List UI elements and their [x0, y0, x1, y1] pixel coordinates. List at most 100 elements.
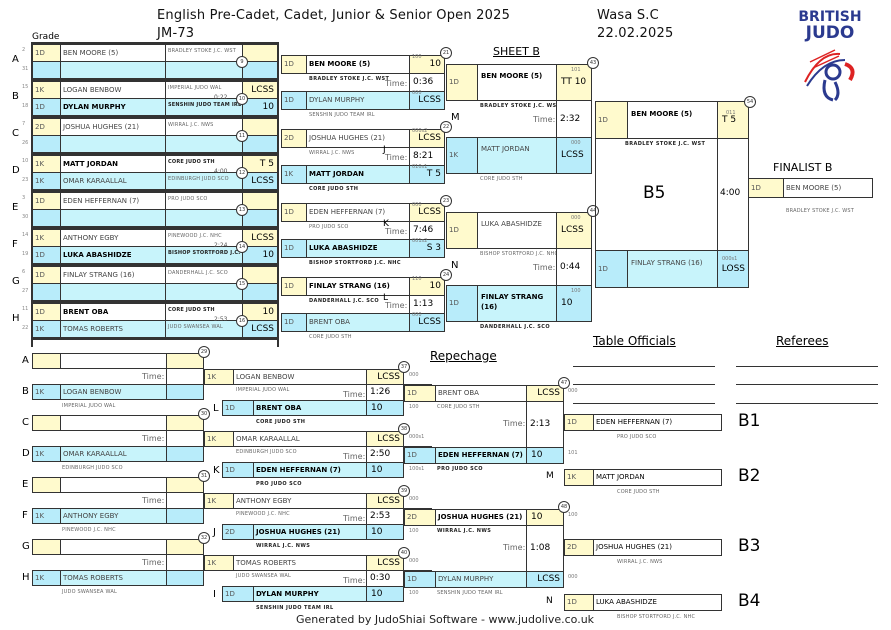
blue-club: SENSHIN JUDO TEAM IRL: [437, 590, 503, 596]
white-score: LCSS: [366, 431, 404, 447]
white-competitor-name[interactable]: [60, 539, 167, 555]
blue-score: LCSS: [556, 137, 592, 174]
match-separator: [32, 190, 278, 192]
blue-competitor-name[interactable]: DYLAN MURPHY: [60, 98, 166, 116]
blue-grade: 1D: [446, 285, 478, 322]
score-code: 011: [726, 110, 736, 116]
white-competitor-name[interactable]: JOSHUA HUGHES (21): [60, 118, 166, 136]
time-label: Time:: [385, 153, 408, 162]
white-competitor-name[interactable]: FINLAY STRANG (16): [60, 266, 166, 284]
bronze-club: PRO JUDO SCO: [617, 434, 657, 440]
blue-club: EDINBURGH JUDO SCO: [62, 465, 123, 471]
repechage-link-letter: K: [213, 465, 220, 476]
blue-competitor-name[interactable]: DYLAN MURPHY: [306, 91, 410, 110]
white-competitor-name[interactable]: BEN MOORE (5): [306, 55, 410, 74]
blue-competitor-name[interactable]: JOSHUA HUGHES (21): [253, 524, 367, 540]
white-competitor-name[interactable]: EDEN HEFFERNAN (7): [306, 203, 410, 222]
seed-number: 7: [22, 121, 26, 127]
white-competitor-name[interactable]: LUKA ABASHIDZE: [477, 212, 557, 249]
blue-competitor-name[interactable]: DYLAN MURPHY: [253, 586, 367, 602]
bronze-competitor-name[interactable]: MATT JORDAN: [593, 469, 722, 486]
white-competitor-name[interactable]: ANTHONY EGBY: [60, 229, 166, 247]
white-competitor-name[interactable]: BRENT OBA: [60, 303, 166, 321]
white-competitor-name[interactable]: TOMAS ROBERTS: [233, 555, 367, 571]
match-duration: 4:00: [717, 138, 749, 251]
score-code: 000: [409, 558, 419, 564]
blue-competitor-name[interactable]: TOMAS ROBERTS: [60, 570, 167, 586]
score-code: 110: [412, 276, 422, 282]
blue-competitor-name[interactable]: [60, 135, 166, 153]
white-club: PINEWOOD J.C. NHC: [236, 511, 290, 517]
match-number-badge: 37: [398, 361, 410, 373]
sheet-label: SHEET B: [493, 45, 540, 58]
blue-competitor-name[interactable]: FINLAY STRANG (16): [627, 250, 718, 288]
match-number-badge: 43: [587, 57, 599, 69]
blue-competitor-name[interactable]: TOMAS ROBERTS: [60, 320, 166, 338]
white-competitor-name[interactable]: OMAR KARAALLAL: [233, 431, 367, 447]
white-competitor-name[interactable]: BRENT OBA: [435, 385, 527, 402]
time-label: Time:: [343, 576, 366, 585]
white-competitor-name[interactable]: FINLAY STRANG (16): [306, 277, 410, 296]
blue-competitor-name[interactable]: OMAR KARAALLAL: [60, 446, 167, 462]
blue-competitor-name[interactable]: DYLAN MURPHY: [435, 571, 527, 588]
white-competitor-name[interactable]: BEN MOORE (5): [60, 44, 166, 62]
white-competitor-name[interactable]: [60, 353, 167, 369]
pool-letter: A: [12, 54, 19, 65]
score-code: 100: [412, 54, 422, 60]
official-line-3: [573, 403, 715, 404]
white-competitor-name[interactable]: LOGAN BENBOW: [233, 369, 367, 385]
blue-competitor-name[interactable]: LUKA ABASHIDZE: [60, 246, 166, 264]
match-number-badge: 54: [744, 96, 756, 108]
bronze-competitor-name[interactable]: JOSHUA HUGHES (21): [593, 539, 722, 556]
official-line-2: [573, 384, 715, 385]
seed-number: 26: [22, 140, 29, 146]
white-club: CORE JUDO STH: [165, 303, 243, 321]
white-competitor-name[interactable]: BEN MOORE (5): [627, 101, 718, 139]
time-label: Time:: [142, 434, 165, 443]
white-competitor-name[interactable]: MATT JORDAN: [60, 155, 166, 173]
bracket-top-border: [32, 42, 278, 44]
blue-club: CORE JUDO STH: [309, 186, 359, 192]
match-number-badge: 24: [440, 269, 452, 281]
score-code: 100: [571, 288, 581, 294]
blue-competitor-name[interactable]: [60, 61, 166, 79]
match-number-badge: 16: [236, 315, 248, 327]
white-competitor-name[interactable]: [60, 477, 167, 493]
blue-grade: 1D: [595, 250, 628, 288]
blue-competitor-name[interactable]: BRENT OBA: [253, 400, 367, 416]
blue-competitor-name[interactable]: [60, 209, 166, 227]
bronze-competitor-name[interactable]: LUKA ABASHIDZE: [593, 594, 722, 611]
blue-competitor-name[interactable]: BRENT OBA: [306, 313, 410, 332]
final-block-label: B5: [643, 183, 666, 203]
blue-competitor-name[interactable]: [60, 283, 166, 301]
white-grade: 1D: [281, 203, 307, 222]
blue-competitor-name[interactable]: FINLAY STRANG (16): [477, 285, 557, 322]
seed-number: 6: [22, 269, 26, 275]
blue-club: PRO JUDO SCO: [256, 481, 302, 487]
white-competitor-name[interactable]: ANTHONY EGBY: [233, 493, 367, 509]
blue-competitor-name[interactable]: MATT JORDAN: [477, 137, 557, 174]
blue-competitor-name[interactable]: LUKA ABASHIDZE: [306, 239, 410, 258]
bronze-competitor-name[interactable]: EDEN HEFFERNAN (7): [593, 414, 722, 431]
seed-number: 23: [22, 177, 29, 183]
blue-competitor-name[interactable]: ANTHONY EGBY: [60, 508, 167, 524]
white-competitor-name[interactable]: JOSHUA HUGHES (21): [435, 509, 527, 526]
finalist-name: BEN MOORE (5): [783, 178, 873, 198]
blue-competitor-name[interactable]: EDEN HEFFERNAN (7): [435, 447, 527, 464]
white-competitor-name[interactable]: BEN MOORE (5): [477, 64, 557, 101]
blue-competitor-name[interactable]: EDEN HEFFERNAN (7): [253, 462, 367, 478]
white-competitor-name[interactable]: [60, 415, 167, 431]
white-competitor-name[interactable]: LOGAN BENBOW: [60, 81, 166, 99]
blue-competitor-name[interactable]: MATT JORDAN: [306, 165, 410, 184]
match-duration: 0:44: [556, 248, 592, 286]
match-number-badge: 39: [398, 485, 410, 497]
match-duration: 2:13: [526, 401, 564, 448]
white-competitor-name[interactable]: EDEN HEFFERNAN (7): [60, 192, 166, 210]
blue-competitor-name[interactable]: LOGAN BENBOW: [60, 384, 167, 400]
seed-number: 18: [22, 103, 29, 109]
blue-competitor-name[interactable]: OMAR KARAALLAL: [60, 172, 166, 190]
blue-club: PINEWOOD J.C. NHC: [62, 527, 116, 533]
time-label: Time:: [385, 227, 408, 236]
white-competitor-name[interactable]: JOSHUA HUGHES (21): [306, 129, 410, 148]
seed-number: 27: [22, 288, 29, 294]
